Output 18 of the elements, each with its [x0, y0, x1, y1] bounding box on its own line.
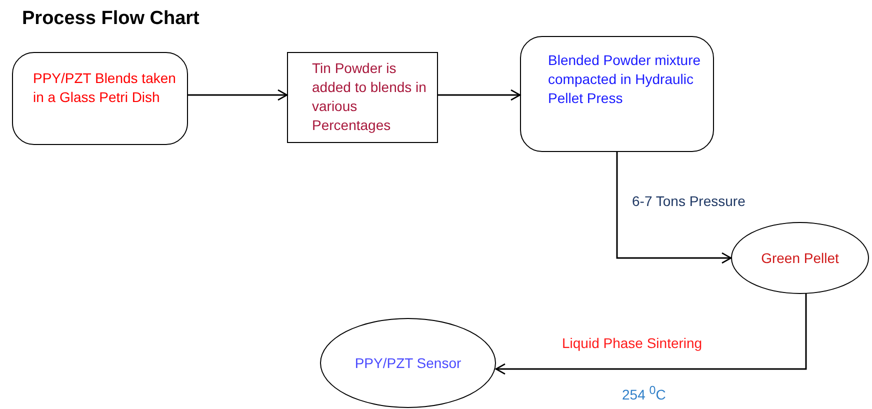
arrow — [438, 89, 521, 101]
node-text: PPY/PZT Sensor — [354, 354, 462, 372]
node-text: Tin Powder is added to blends in various Percentages — [312, 59, 428, 135]
rounded-process-box — [520, 36, 714, 152]
chart-title: Process Flow Chart — [22, 8, 200, 30]
arrow — [616, 152, 732, 264]
arrow — [495, 293, 807, 375]
node-text: PPY/PZT Blends taken in a Glass Petri Dish — [33, 69, 177, 107]
arrow — [188, 89, 288, 101]
edge-label: Liquid Phase Sintering — [562, 335, 702, 351]
process-ellipse — [731, 222, 869, 294]
edge-label: 6-7 Tons Pressure — [632, 193, 746, 209]
node-text: Green Pellet — [761, 248, 839, 268]
temperature-label: 254 $^{0}$C — [622, 384, 666, 403]
rounded-process-box — [12, 52, 188, 145]
node-text: Blended Powder mixture compacted in Hydraulic Pellet Press — [548, 51, 702, 108]
process-box — [287, 52, 438, 143]
process-ellipse — [320, 318, 496, 408]
